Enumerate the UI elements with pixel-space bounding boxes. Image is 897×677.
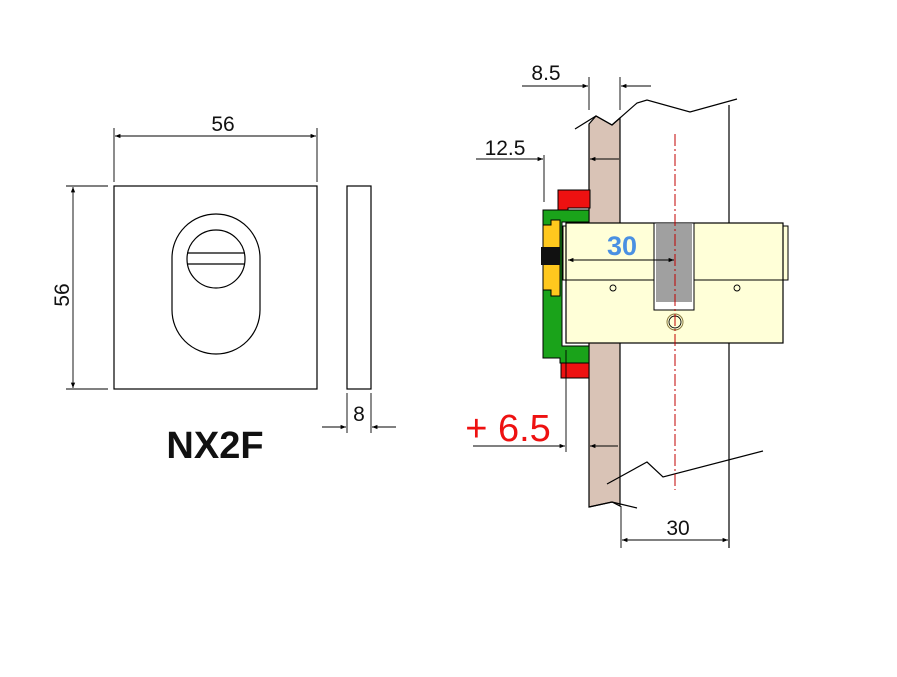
rosette-square-outline <box>113 185 318 390</box>
cylinder-face-circle <box>186 229 246 289</box>
height-label: 56 <box>51 283 74 306</box>
width-label: 56 <box>211 113 234 136</box>
rosette-projection-label: 12.5 <box>485 137 526 160</box>
front-view: 56 56 <box>51 113 318 390</box>
insert-band <box>541 247 560 265</box>
extension-label: + 6.5 <box>465 408 551 450</box>
model-title: NX2F <box>166 425 263 467</box>
pin-hole-left <box>609 284 617 292</box>
thickness-label: 8 <box>353 403 365 426</box>
pin-hole-right <box>733 284 741 292</box>
door-side-label: 30 <box>666 517 689 540</box>
rosette-clip-top <box>557 189 591 213</box>
rosette-side-outline <box>346 185 372 390</box>
side-view: 8 <box>322 185 396 433</box>
section-view: 30 8.5 12.5 + 6.5 30 <box>465 62 789 548</box>
plate-offset-label: 8.5 <box>531 62 560 85</box>
top-break-line <box>574 98 738 130</box>
bottom-break-line <box>606 450 764 485</box>
cam-distance-label: 30 <box>607 231 637 261</box>
rosette-clip-bottom <box>560 362 590 379</box>
keyhole-oval <box>171 213 261 355</box>
cam <box>656 224 692 302</box>
